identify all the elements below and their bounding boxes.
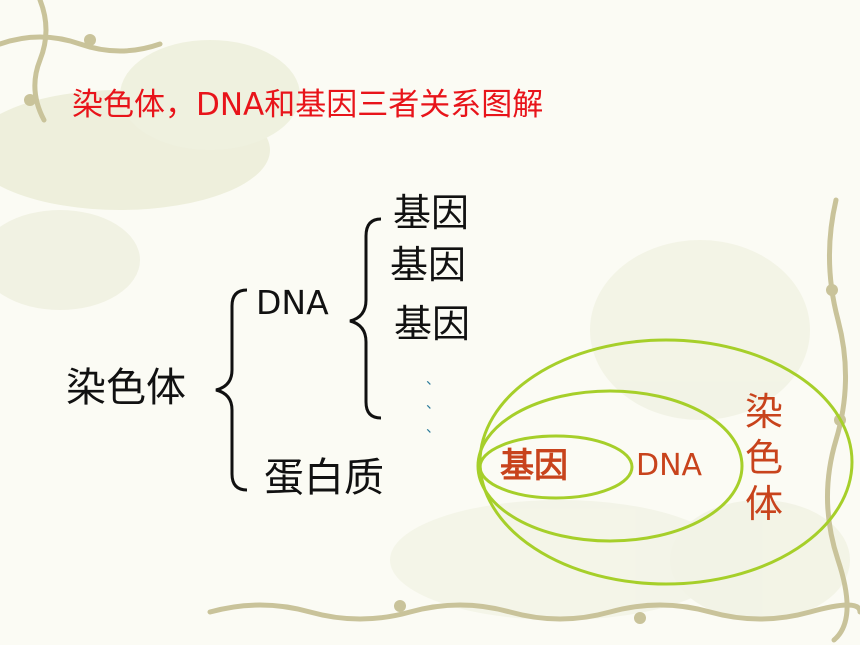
gene-label: 基因 — [390, 243, 467, 287]
faded-flower-decoration — [0, 40, 850, 620]
protein-label: 蛋白质 — [264, 455, 384, 501]
venn-dna-label: DNA — [636, 448, 703, 483]
gene-ellipse — [478, 434, 634, 500]
gene-label: 基因 — [394, 302, 471, 346]
chromosome-label: 染色体 — [66, 365, 186, 411]
dna-brace — [349, 217, 382, 420]
dna-ellipse — [476, 389, 744, 543]
ellipsis-mark: 、 — [426, 396, 440, 412]
vine-dots — [24, 34, 846, 624]
ellipsis-mark: 、 — [426, 420, 440, 436]
ellipsis-mark: 、 — [426, 372, 440, 388]
dna-label: DNA — [256, 283, 329, 322]
gene-ellipsis: 、 、 、 — [426, 368, 440, 440]
venn-chromosome-label: 染色体 — [744, 390, 783, 526]
slide-title: 染色体，DNA和基因三者关系图解 — [72, 87, 544, 123]
chromosome-brace — [215, 288, 248, 492]
gene-label: 基因 — [393, 191, 470, 235]
venn-gene-label: 基因 — [500, 446, 568, 486]
